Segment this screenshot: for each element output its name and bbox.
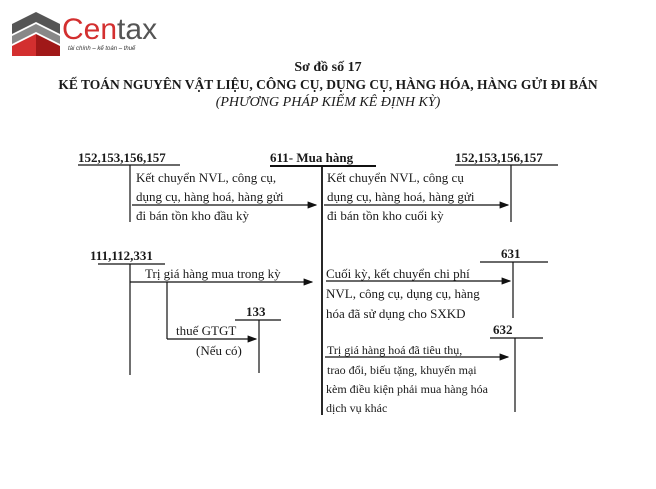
flow-631-line: Cuối kỳ, kết chuyển chi phí [326,266,470,281]
flow-632-line: trao đổi, biếu tặng, khuyến mại [327,363,477,377]
account-611: 611- Mua hàng [270,150,354,165]
flow-vat-line: (Nếu có) [196,343,242,358]
flow-vat-line: thuế GTGT [176,323,237,338]
flow-631-line: hóa đã sử dụng cho SXKD [326,306,466,321]
account-152-right: 152,153,156,157 [455,150,543,165]
flow-closing-line: dụng cụ, hàng hoá, hàng gửi [327,189,475,204]
flow-opening-line: Kết chuyển NVL, công cụ, [136,170,277,185]
flow-632-line: kèm điều kiện phải mua hàng hóa [326,382,488,396]
logo-mark-icon [12,12,60,56]
diagram-subtitle: (PHƯƠNG PHÁP KIỂM KÊ ĐỊNH KỲ) [215,95,441,110]
account-631: 631 [501,246,521,261]
logo-wordmark: Centax [62,13,158,46]
flow-closing-line: đi bán tồn kho cuối kỳ [327,208,444,223]
account-152-left: 152,153,156,157 [78,150,166,165]
account-632: 632 [493,322,513,337]
flow-632-line: Trị giá hàng hoá đã tiêu thụ, [327,343,463,357]
account-111: 111,112,331 [90,248,153,263]
flow-closing-line: Kết chuyển NVL, công cụ [327,170,464,185]
flow-opening-line: đi bán tồn kho đầu kỳ [136,208,250,223]
flow-purchase: Trị giá hàng mua trong kỳ [145,266,281,281]
diagram-title: KẾ TOÁN NGUYÊN VẬT LIỆU, CÔNG CỤ, DỤNG C… [58,77,598,92]
account-133: 133 [246,304,266,319]
flow-opening-line: dụng cụ, hàng hoá, hàng gửi [136,189,284,204]
flow-631-line: NVL, công cụ, dụng cụ, hàng [326,286,480,301]
logo-tagline: tài chính – kế toán – thuế [68,46,136,52]
flow-632-line: dịch vụ khác [326,401,388,415]
diagram-number: Sơ đồ số 17 [294,60,362,75]
